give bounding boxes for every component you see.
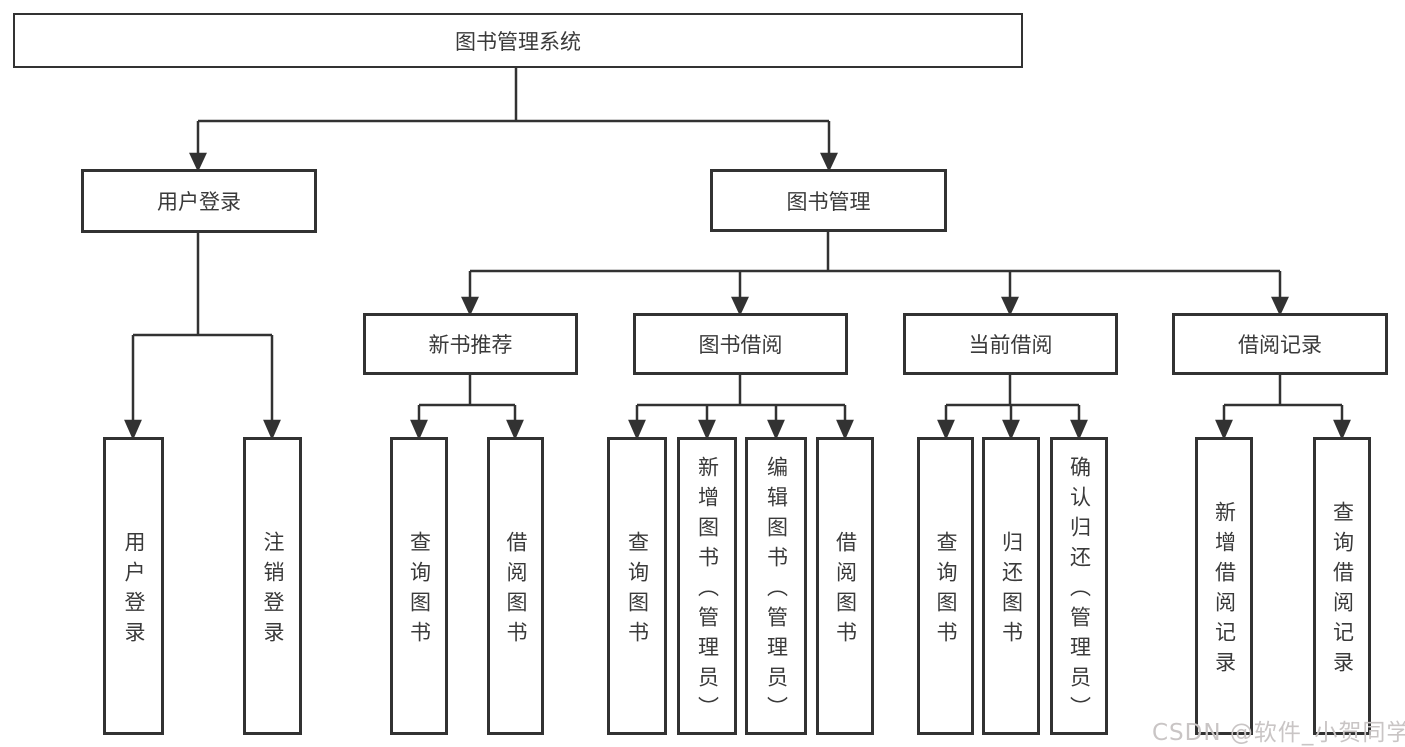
node-label: 借阅图书 [833, 530, 858, 651]
node-label: 编辑图书（管理员） [764, 455, 789, 726]
arrow-down-icon [189, 152, 207, 172]
node-system-root: 图书管理系统 [13, 13, 1023, 68]
node-label: 查询图书 [625, 530, 650, 651]
connector-root-to-level2 [189, 68, 838, 172]
connector-borrowrecord-to-leaves [1215, 375, 1351, 441]
node-label: 图书借阅 [698, 333, 783, 357]
arrow-down-icon [410, 419, 428, 441]
node-label: 新书推荐 [428, 333, 513, 357]
connector-currentborrow-to-leaves [937, 375, 1088, 441]
node-book-management: 图书管理 [710, 169, 947, 232]
node-label: 确认归还（管理员） [1067, 455, 1092, 726]
arrow-down-icon [1070, 419, 1088, 441]
connector-newbook-to-leaves [410, 375, 524, 441]
arrow-down-icon [731, 296, 749, 316]
arrow-down-icon [506, 419, 524, 441]
arrow-down-icon [263, 419, 281, 441]
leaf-newbook-borrow-books: 借阅图书 [487, 437, 544, 735]
leaf-newbook-query-books: 查询图书 [390, 437, 448, 735]
node-book-borrow: 图书借阅 [633, 313, 848, 375]
node-new-book-recommend: 新书推荐 [363, 313, 578, 375]
arrow-down-icon [628, 419, 646, 441]
node-label: 归还图书 [999, 530, 1024, 651]
arrow-down-icon [836, 419, 854, 441]
leaf-current-confirm-return-admin: 确认归还（管理员） [1050, 437, 1108, 735]
leaf-current-return-books: 归还图书 [982, 437, 1040, 735]
connector-bookmgmt-to-level3 [461, 232, 1289, 316]
node-user-login: 用户登录 [81, 169, 317, 233]
arrow-down-icon [1002, 419, 1020, 441]
leaf-record-add-borrow-record: 新增借阅记录 [1195, 437, 1253, 735]
node-label: 新增图书（管理员） [695, 455, 720, 726]
leaf-record-query-borrow-record: 查询借阅记录 [1313, 437, 1371, 735]
node-label: 图书管理 [786, 189, 871, 214]
arrow-down-icon [461, 296, 479, 316]
node-label: 图书管理系统 [455, 29, 581, 54]
leaf-user-login: 用户登录 [103, 437, 164, 735]
node-borrow-record: 借阅记录 [1172, 313, 1388, 375]
node-label: 借阅记录 [1238, 333, 1322, 357]
leaf-borrow-borrow-books: 借阅图书 [816, 437, 874, 735]
arrow-down-icon [820, 152, 838, 172]
node-label: 查询借阅记录 [1330, 500, 1355, 681]
leaf-borrow-add-books-admin: 新增图书（管理员） [677, 437, 737, 735]
node-label: 用户登录 [157, 190, 241, 214]
leaf-current-query-books: 查询图书 [917, 437, 974, 735]
arrow-down-icon [767, 419, 785, 441]
node-label: 当前借阅 [968, 333, 1053, 357]
arrow-down-icon [1215, 419, 1233, 441]
node-label: 注销登录 [261, 530, 285, 651]
leaf-borrow-edit-books-admin: 编辑图书（管理员） [745, 437, 807, 735]
connector-userlogin-to-leaves [124, 233, 281, 441]
node-label: 查询图书 [934, 530, 958, 651]
node-current-borrow: 当前借阅 [903, 313, 1118, 375]
arrow-down-icon [1001, 296, 1019, 316]
arrow-down-icon [937, 419, 955, 441]
arrow-down-icon [1271, 296, 1289, 316]
connector-bookborrow-to-leaves [628, 375, 854, 441]
arrow-down-icon [698, 419, 716, 441]
node-label: 借阅图书 [504, 530, 528, 651]
node-label: 查询图书 [407, 530, 432, 651]
node-label: 新增借阅记录 [1212, 500, 1237, 681]
arrow-down-icon [124, 419, 142, 441]
leaf-logout: 注销登录 [243, 437, 302, 735]
node-label: 用户登录 [122, 530, 146, 651]
arrow-down-icon [1333, 419, 1351, 441]
leaf-borrow-query-books: 查询图书 [607, 437, 667, 735]
